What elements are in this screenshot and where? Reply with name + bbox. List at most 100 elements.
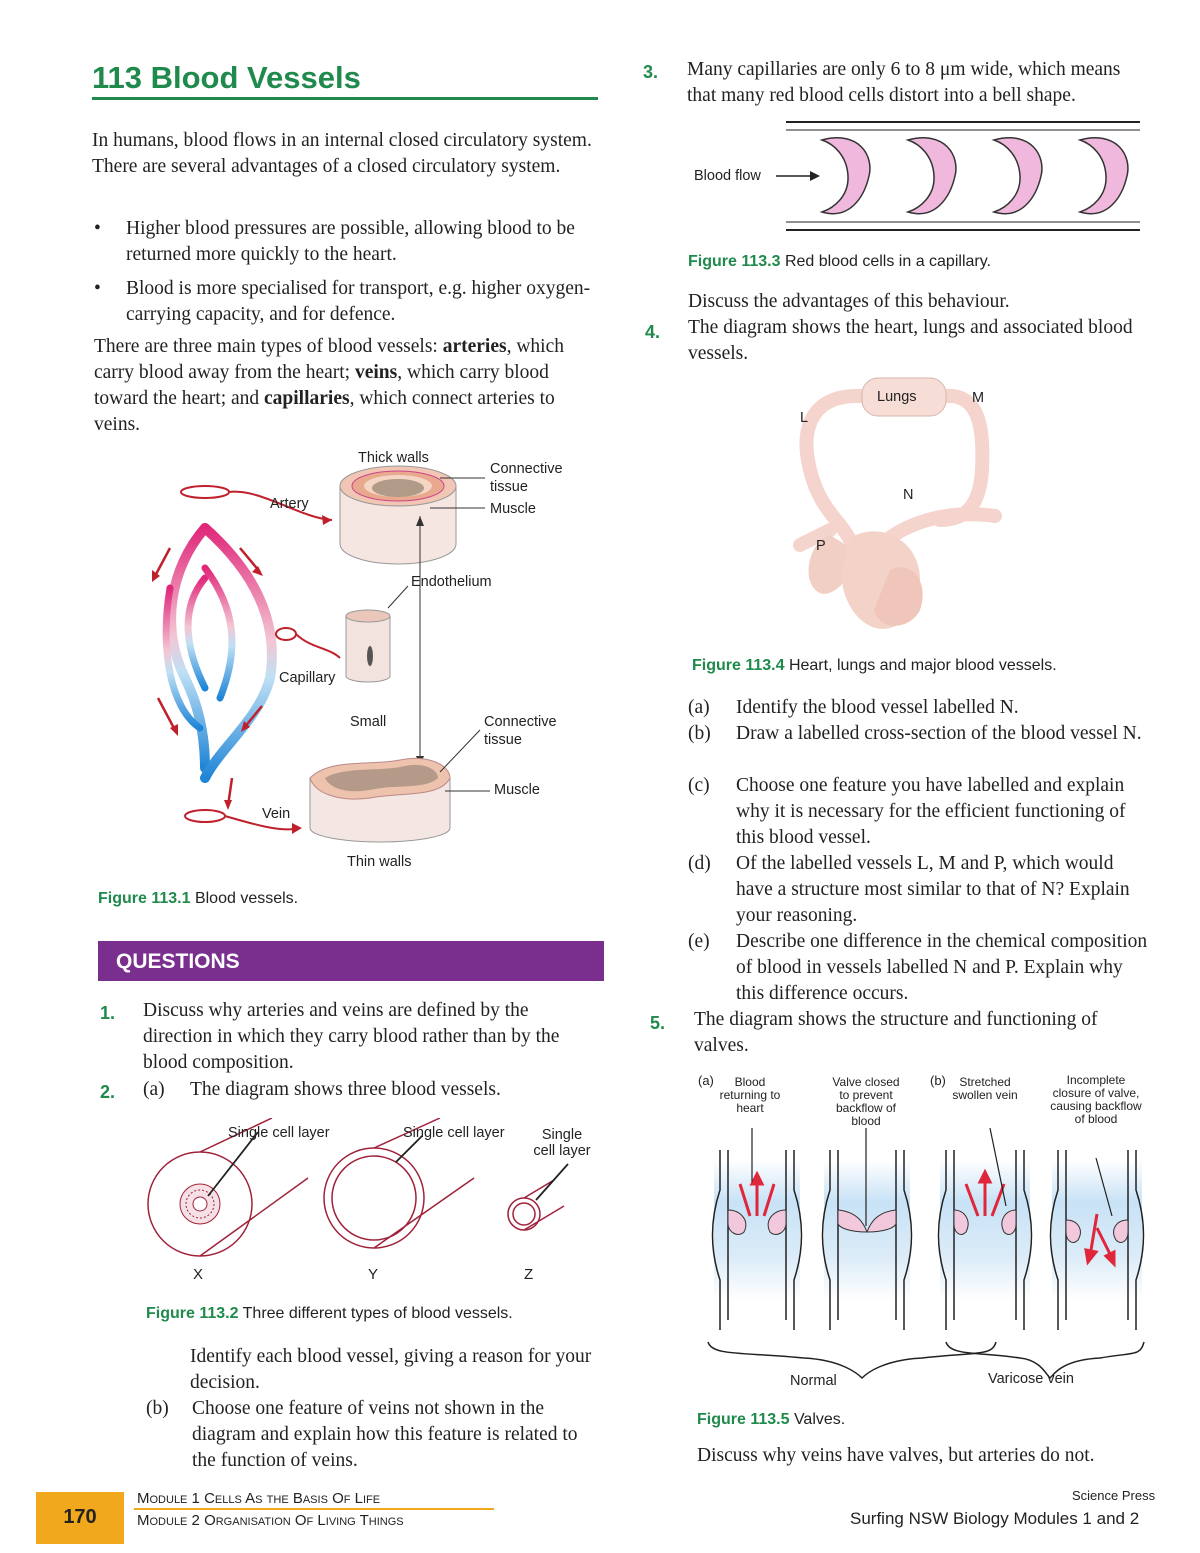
label-z: Z xyxy=(524,1266,534,1283)
question-5-text: The diagram shows the structure and func… xyxy=(694,1009,1098,1056)
text-run: , which carry blood away from the heart; xyxy=(94,336,564,383)
part-text: Draw a labelled cross-section of the blo… xyxy=(736,723,1142,744)
intro-paragraph: In humans, blood flows in an internal cl… xyxy=(92,130,592,177)
part-label: (e) xyxy=(688,931,710,952)
three-vessels-diagram xyxy=(147,1118,569,1257)
part-text: Identify the blood vessel labelled N. xyxy=(736,697,1019,718)
question-4-part: (a) Identify the blood vessel labelled N. xyxy=(688,695,1146,721)
page-title: 113 Blood Vessels xyxy=(92,60,361,95)
label-x: X xyxy=(193,1266,204,1283)
footer-publisher: Science Press xyxy=(1072,1488,1156,1503)
label-a: (a) xyxy=(698,1073,714,1088)
label-incomplete-closure: Incomplete closure of valve, causing bac… xyxy=(1050,1073,1142,1126)
label-lungs: Lungs xyxy=(877,389,917,405)
figure-113-5-caption: Figure 113.5 Valves. xyxy=(697,1411,845,1429)
page-number-tab xyxy=(36,1492,124,1544)
term-arteries: arteries xyxy=(442,336,507,357)
label-thin-walls: Thin walls xyxy=(347,854,412,870)
footer-book-title: Surfing NSW Biology Modules 1 and 2 xyxy=(850,1509,1140,1528)
part-text: Describe one difference in the chemical … xyxy=(736,931,1148,1004)
footer-module-1: Module 1 Cells As the Basis Of Life xyxy=(137,1490,381,1507)
question-2b-label: (b) xyxy=(146,1398,169,1419)
label-small: Small xyxy=(350,714,387,730)
label-p: P xyxy=(816,538,826,554)
part-text: Of the labelled vessels L, M and P, whic… xyxy=(736,853,1130,926)
red-blood-cells-capillary xyxy=(776,121,1140,231)
text-run: , which connect arteries to veins. xyxy=(94,388,555,435)
label-b: (b) xyxy=(930,1073,946,1088)
caption-text: Valves. xyxy=(789,1411,846,1428)
text-run: , which carry blood toward the heart; an… xyxy=(94,362,549,409)
bullet-text: Higher blood pressures are possible, all… xyxy=(126,218,575,265)
caption-number: Figure 113.2 xyxy=(146,1305,239,1322)
question-number: 2. xyxy=(100,1082,116,1102)
question-2a-text: The diagram shows three blood vessels. xyxy=(190,1079,501,1100)
page-number: 170 xyxy=(63,1506,97,1528)
figure-113-2-caption: Figure 113.2 Three different types of bl… xyxy=(146,1305,513,1323)
figure-113-4-caption: Figure 113.4 Heart, lungs and major bloo… xyxy=(692,657,1057,675)
valves-diagram xyxy=(707,1127,1145,1380)
part-label: (d) xyxy=(688,853,711,874)
question-number: 1. xyxy=(100,1003,116,1023)
label-stretched-vein: Stretched swollen vein xyxy=(952,1075,1018,1102)
label-varicose-vein: Varicose vein xyxy=(988,1371,1074,1387)
label-connective-tissue: Connective tissue xyxy=(490,461,563,495)
figure-113-1-caption: Figure 113.1 Blood vessels. xyxy=(98,890,298,908)
question-4-part: (c) Choose one feature you have labelled … xyxy=(688,773,1146,851)
figure-113-3-caption: Figure 113.3 Red blood cells in a capill… xyxy=(688,253,991,271)
label-single-cell-layer-y: Single cell layer xyxy=(403,1125,505,1141)
label-endothelium: Endothelium xyxy=(411,574,492,590)
caption-text: Blood vessels. xyxy=(190,890,299,907)
question-number: 4. xyxy=(645,322,661,342)
label-artery: Artery xyxy=(270,496,309,512)
label-single-cell-layer-x: Single cell layer xyxy=(228,1125,330,1141)
label-vein: Vein xyxy=(262,806,291,822)
question-2a-label: (a) xyxy=(143,1079,165,1100)
heart-lungs-diagram xyxy=(793,377,1002,629)
label-n: N xyxy=(903,487,914,503)
title-underline xyxy=(92,97,598,100)
question-number: 5. xyxy=(650,1013,666,1033)
caption-text: Heart, lungs and major blood vessels. xyxy=(784,657,1057,674)
label-blood-flow: Blood flow xyxy=(694,168,761,184)
blood-vessels-diagram xyxy=(152,459,490,855)
question-4-part: (d) Of the labelled vessels L, M and P, w… xyxy=(688,851,1146,929)
footer-rule xyxy=(134,1508,494,1510)
caption-number: Figure 113.5 xyxy=(697,1411,790,1428)
caption-number: Figure 113.1 xyxy=(98,890,191,907)
part-text: Choose one feature you have labelled and… xyxy=(736,775,1126,848)
question-4-text: The diagram shows the heart, lungs and a… xyxy=(688,317,1133,364)
footer-module-2: Module 2 Organisation Of Living Things xyxy=(137,1512,404,1529)
bullet-text: Blood is more specialised for transport,… xyxy=(126,278,591,325)
part-label: (a) xyxy=(688,697,710,718)
caption-number: Figure 113.3 xyxy=(688,253,781,270)
question-3-discuss: Discuss the advantages of this behaviour… xyxy=(688,291,1010,312)
questions-heading: QUESTIONS xyxy=(116,950,240,973)
question-2a-identify: Identify each blood vessel, giving a rea… xyxy=(190,1346,592,1393)
question-5-discuss: Discuss why veins have valves, but arter… xyxy=(697,1445,1095,1466)
label-capillary: Capillary xyxy=(279,670,336,686)
part-label: (b) xyxy=(688,723,711,744)
label-muscle-vein: Muscle xyxy=(494,782,540,798)
vessel-types-paragraph: There are three main types of blood vess… xyxy=(94,334,594,438)
questions-heading-bar: QUESTIONS xyxy=(98,941,604,981)
label-muscle: Muscle xyxy=(490,501,536,517)
label-blood-returning: Blood returning to heart xyxy=(719,1075,781,1115)
label-thick-walls: Thick walls xyxy=(358,450,429,466)
caption-text: Three different types of blood vessels. xyxy=(238,1305,513,1322)
label-valve-closed: Valve closed to prevent backflow of bloo… xyxy=(832,1075,900,1128)
bullet-item: •Blood is more specialised for transport… xyxy=(94,278,591,325)
caption-number: Figure 113.4 xyxy=(692,657,785,674)
question-4-part: (b) Draw a labelled cross-section of the … xyxy=(688,721,1146,747)
label-connective-tissue-vein: Connective tissue xyxy=(484,714,557,748)
part-label: (c) xyxy=(688,775,710,796)
question-4-part: (e) Describe one difference in the chemic… xyxy=(688,929,1148,1007)
term-veins: veins xyxy=(354,362,398,383)
label-normal: Normal xyxy=(790,1373,837,1389)
label-m: M xyxy=(972,390,985,406)
bullet-item: •Higher blood pressures are possible, al… xyxy=(94,218,575,265)
term-capillaries: capillaries xyxy=(264,388,350,409)
question-1-text: Discuss why arteries and veins are defin… xyxy=(143,1000,560,1073)
label-single-cell-layer-z: Single cell layer xyxy=(533,1127,591,1159)
question-2b-text: Choose one feature of veins not shown in… xyxy=(192,1398,578,1471)
